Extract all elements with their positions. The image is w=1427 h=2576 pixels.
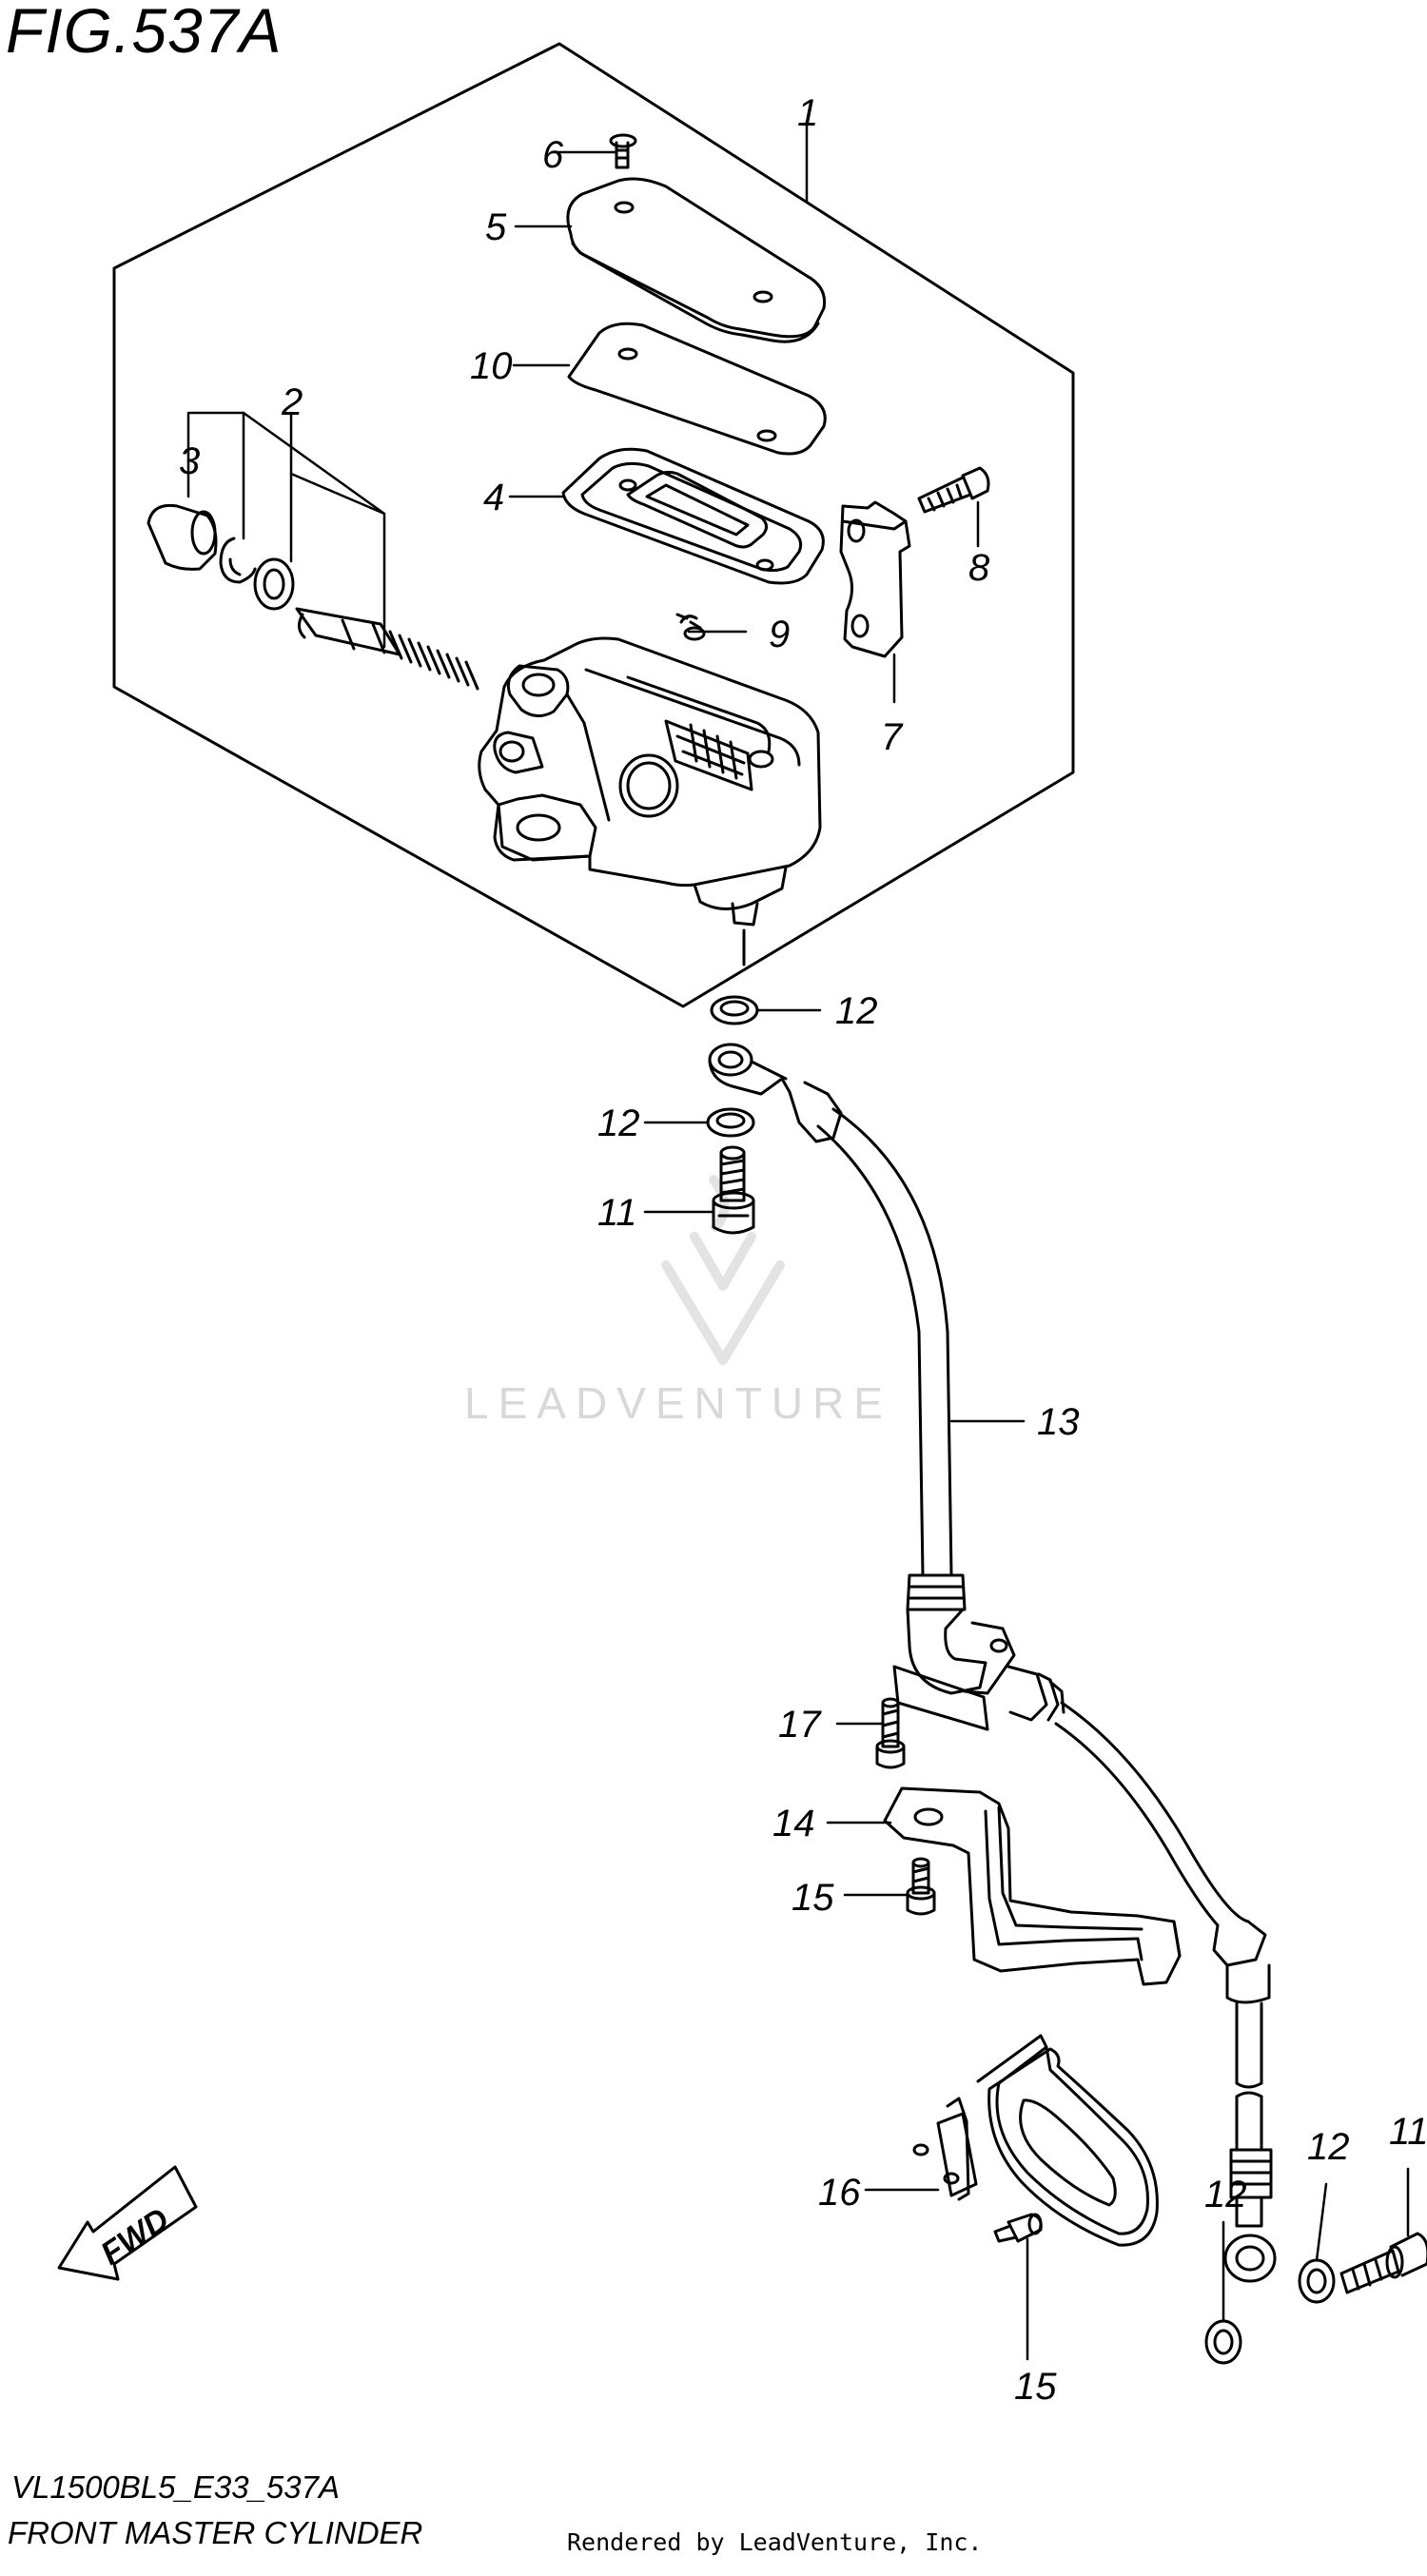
callout-14: 14 <box>772 1803 815 1844</box>
callout-10: 10 <box>470 345 513 387</box>
callout-leaders <box>186 120 1410 2361</box>
callout-11-lower: 11 <box>1389 2111 1427 2153</box>
figure-title: FIG.537A <box>6 0 283 66</box>
callout-2: 2 <box>281 381 303 423</box>
callout-8: 8 <box>968 547 990 589</box>
hose-bracket-plate <box>892 1665 989 1731</box>
assembly-box <box>112 42 1075 1008</box>
callout-12-lower-left: 12 <box>1204 2174 1247 2215</box>
screw-part-9 <box>675 613 706 641</box>
callout-12-mid: 12 <box>597 1103 640 1144</box>
banjo-bolt-lower <box>1339 2232 1427 2294</box>
diaphragm-part-4 <box>561 447 825 585</box>
bolt-part-8 <box>917 466 990 514</box>
piston-kit-parts <box>147 503 479 691</box>
callout-12-lower-right: 12 <box>1307 2126 1350 2168</box>
reservoir-cap-part-5 <box>566 177 827 343</box>
banjo-bolt-top <box>712 1145 755 1235</box>
callout-12-upper: 12 <box>835 990 878 1032</box>
washer-lower-b <box>1298 2258 1336 2304</box>
washer-upper-a-hole <box>719 1000 750 1017</box>
bolt-part-17 <box>875 1697 906 1769</box>
callout-11-top: 11 <box>597 1192 637 1234</box>
bolt-part-15-lower <box>993 2213 1043 2243</box>
bracket-part-14 <box>883 1786 1182 1986</box>
clamp-part-7 <box>839 500 911 658</box>
master-cylinder-body <box>478 636 822 966</box>
callout-6: 6 <box>542 134 564 176</box>
bolt-part-15-upper <box>906 1857 936 1916</box>
screw-part-6 <box>609 133 637 169</box>
watermark-logo <box>661 1175 785 1365</box>
callout-7: 7 <box>881 716 904 758</box>
figure-model-code: VL1500BL5_E33_537A <box>11 2469 340 2505</box>
figure-name: FRONT MASTER CYLINDER <box>8 2515 423 2550</box>
callout-4: 4 <box>483 477 504 518</box>
washer-lower-b-hole <box>1306 2268 1327 2294</box>
fwd-arrow-icon <box>57 2165 198 2281</box>
callout-15-upper: 15 <box>792 1877 834 1919</box>
callout-15-lower: 15 <box>1014 2366 1057 2408</box>
callout-17: 17 <box>778 1704 822 1746</box>
callout-3: 3 <box>179 440 200 482</box>
washer-upper-b-hole <box>715 1112 746 1129</box>
watermark-text: LEADVENTURE <box>464 1378 892 1428</box>
rendered-by-credit: Rendered by LeadVenture, Inc. <box>567 2528 983 2556</box>
callout-16: 16 <box>818 2172 861 2214</box>
callout-9: 9 <box>769 614 790 655</box>
diaphragm-plate-part-10 <box>567 322 827 456</box>
callout-13: 13 <box>1037 1401 1080 1443</box>
washer-lower-a-hole <box>1213 2329 1234 2355</box>
bracket-part-16 <box>912 2034 1159 2247</box>
washer-lower-a <box>1204 2319 1242 2365</box>
brake-hose <box>816 1107 1277 2283</box>
callout-5: 5 <box>485 206 507 248</box>
callout-1: 1 <box>797 92 818 134</box>
